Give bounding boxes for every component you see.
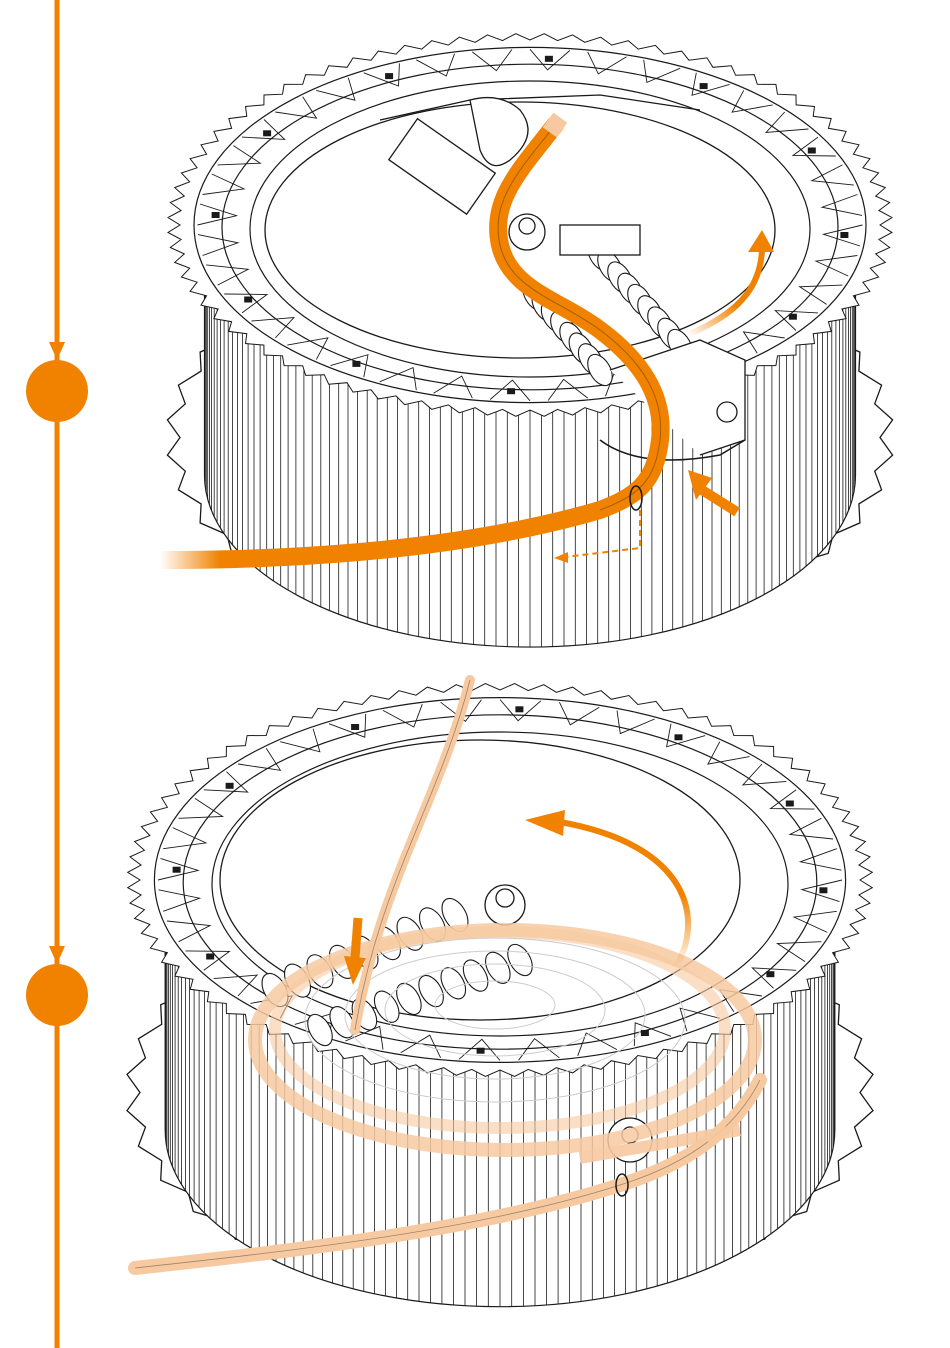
timeline xyxy=(26,0,88,1348)
step-1-dot xyxy=(26,360,88,422)
step-1-illustration xyxy=(160,34,893,647)
timeline-arrow-icon xyxy=(49,946,65,964)
timeline-arrow-icon xyxy=(49,342,65,360)
step-2-dot xyxy=(26,964,88,1026)
step-2-illustration xyxy=(127,680,873,1307)
